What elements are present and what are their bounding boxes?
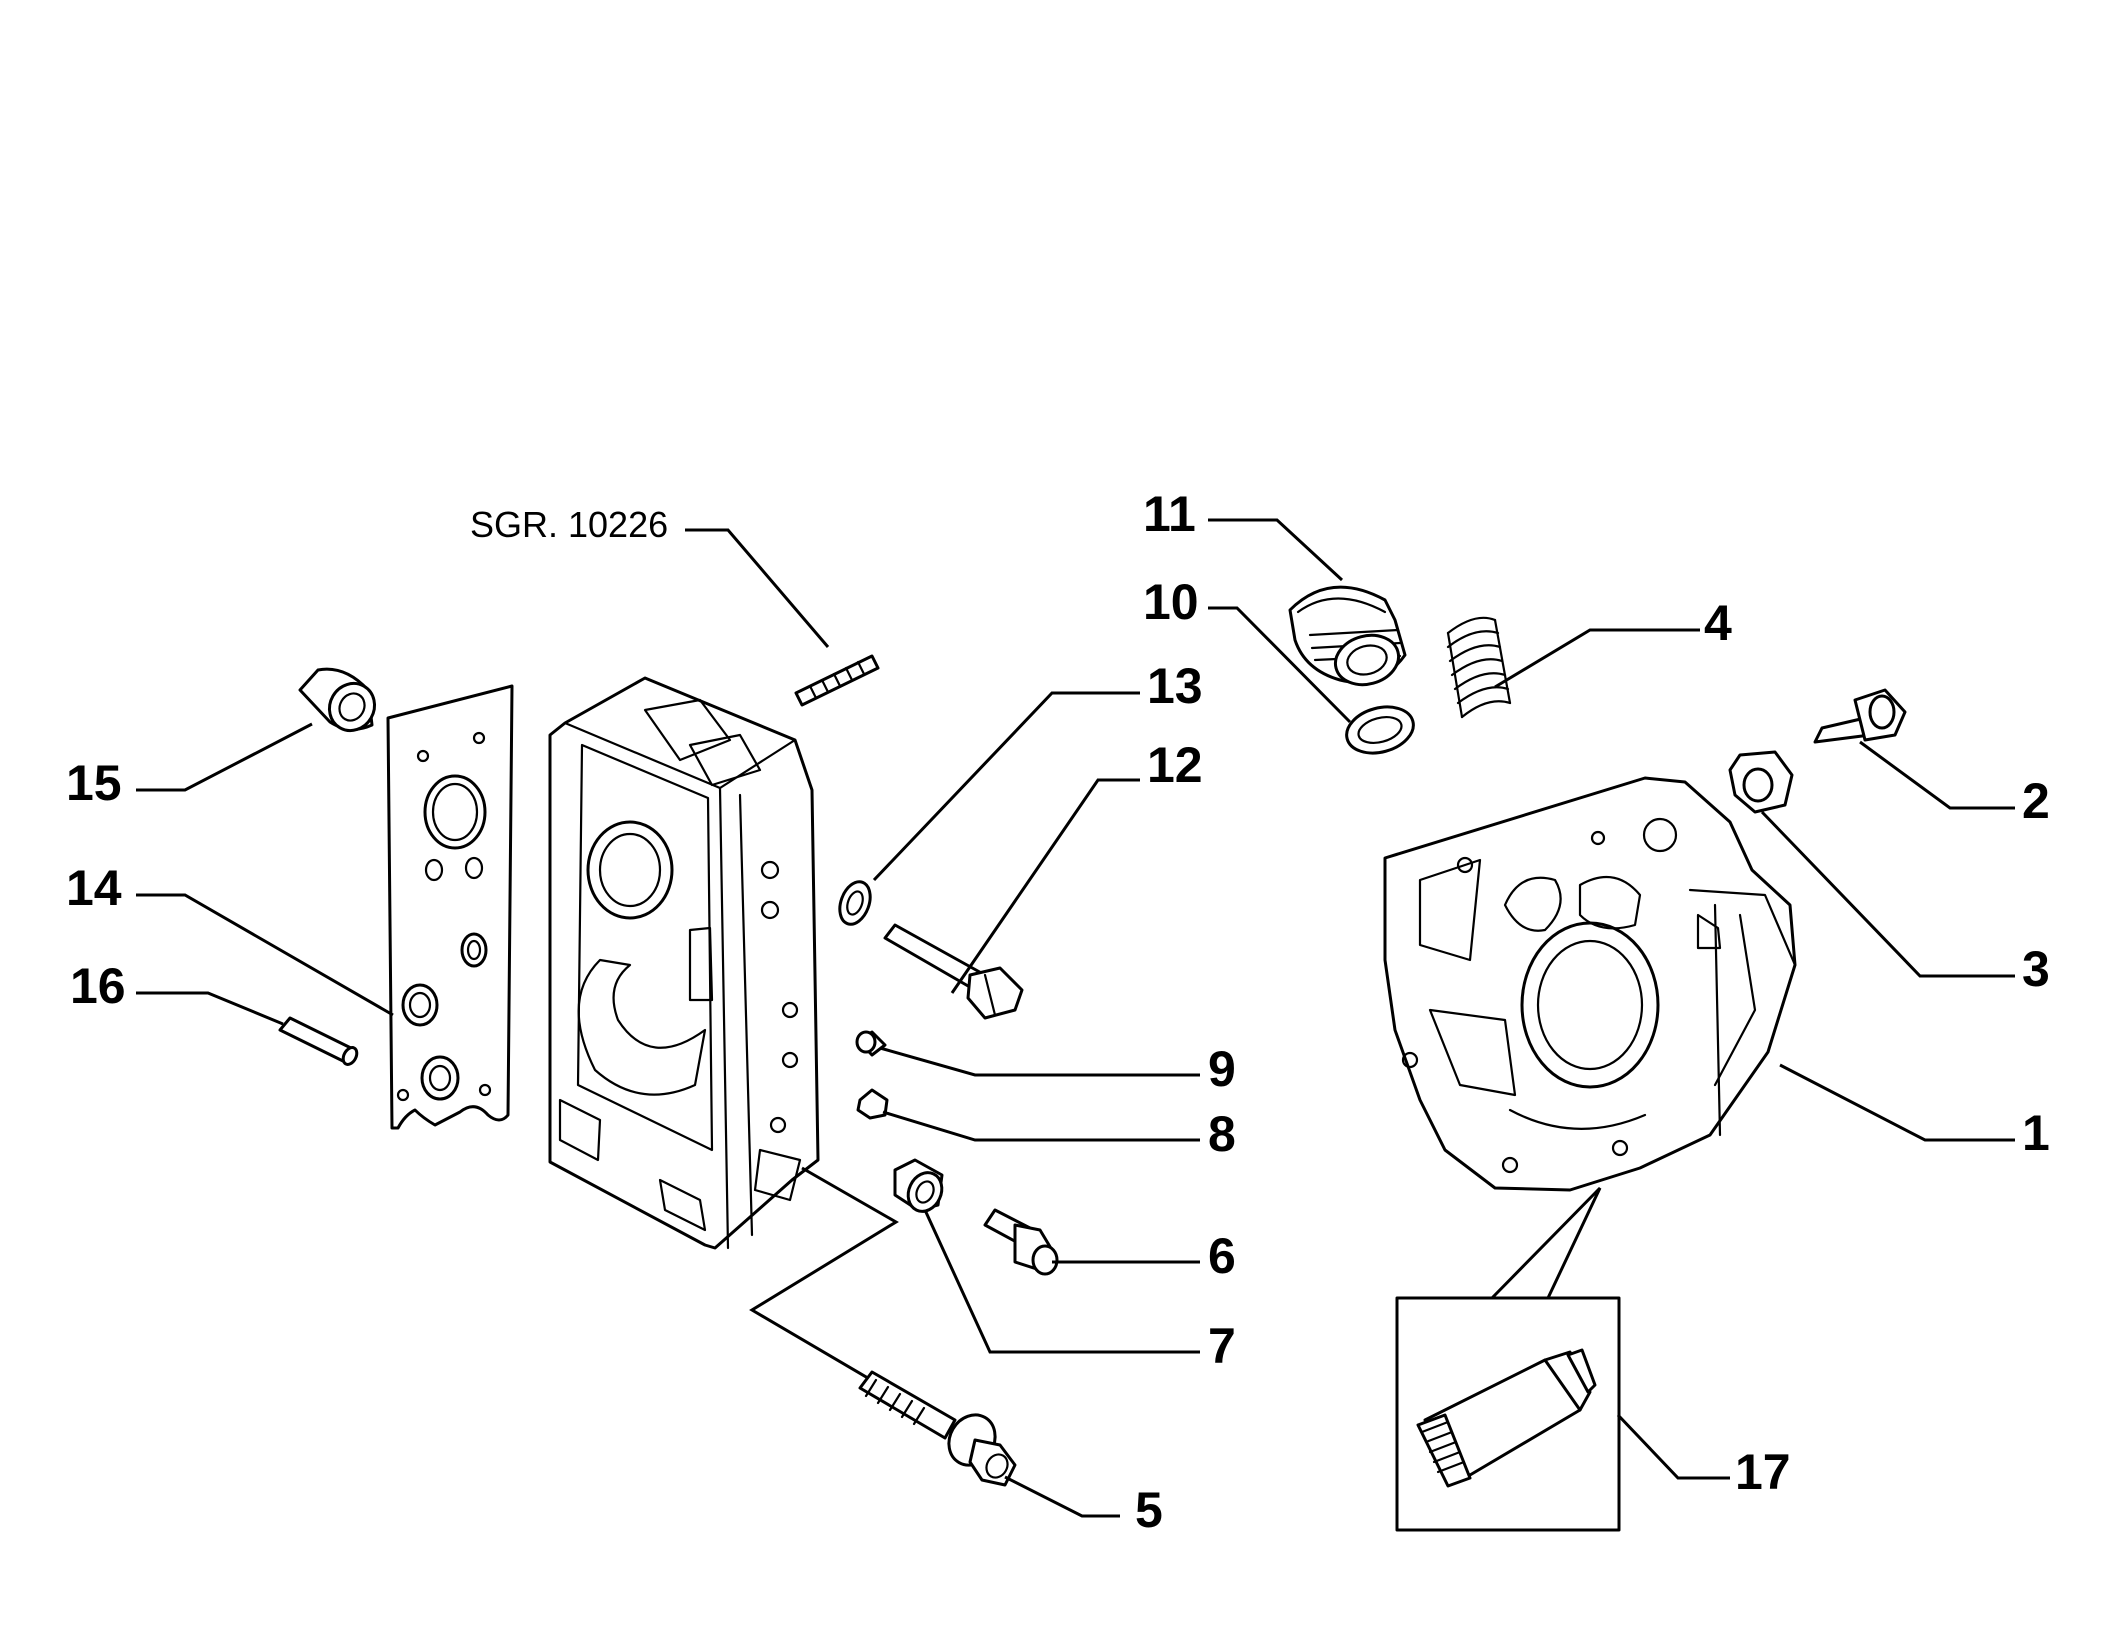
part-11-threaded-plug [1288, 585, 1407, 687]
part-9-plug [855, 1030, 887, 1057]
leader-reference [685, 528, 830, 648]
leader-3 [1760, 810, 2015, 978]
callout-7: 7 [1208, 1318, 1236, 1374]
leader-1 [1779, 1063, 2015, 1142]
callout-5: 5 [1135, 1482, 1163, 1538]
callout-12: 12 [1147, 737, 1203, 793]
callout-10: 10 [1143, 574, 1199, 630]
leader-17-bracket [1490, 1186, 1602, 1300]
leader-4 [1494, 628, 1700, 689]
callout-1: 1 [2022, 1105, 2050, 1161]
part-17-sealant-tube [1416, 1348, 1597, 1488]
leader-9 [879, 1046, 1200, 1077]
callout-3: 3 [2022, 941, 2050, 997]
part-14-gasket [386, 684, 514, 1130]
leader-17 [1616, 1413, 1730, 1480]
part-2-cap-screw [1813, 688, 1907, 744]
leader-11 [1208, 518, 1344, 582]
leader-16 [136, 991, 284, 1026]
leader-2 [1859, 740, 2015, 810]
leader-14 [136, 893, 394, 1017]
leader-5 [1004, 1475, 1120, 1518]
reference-sgr: SGR. 10226 [470, 504, 880, 707]
part-8-hex-plug [856, 1088, 889, 1120]
callout-15: 15 [66, 755, 122, 811]
part-10-oring [1345, 705, 1415, 755]
leader-10 [1208, 606, 1352, 724]
part-4-spring [1446, 616, 1512, 719]
part-stud [794, 654, 880, 707]
callout-17: 17 [1735, 1444, 1791, 1500]
part-5-flanged-bolt [858, 1370, 1017, 1487]
part-16-dowel [278, 1016, 359, 1066]
part-housing [548, 676, 820, 1250]
part-6-socket-bolt [983, 1208, 1059, 1276]
part-7-bushing [893, 1158, 944, 1213]
leader-7 [923, 1209, 1200, 1354]
callout-6: 6 [1208, 1228, 1236, 1284]
part-3-hex-nut [1728, 750, 1794, 814]
leader-housing-bracket [749, 1166, 949, 1427]
part-1-cover [1383, 776, 1797, 1192]
reference-label: SGR. 10226 [470, 504, 668, 545]
callout-13: 13 [1147, 658, 1203, 714]
callout-8: 8 [1208, 1106, 1236, 1162]
callout-4: 4 [1704, 595, 1732, 651]
leader-15 [136, 722, 313, 792]
callout-14: 14 [66, 860, 122, 916]
callout-11: 11 [1143, 486, 1196, 542]
part-13-washer [838, 880, 872, 926]
callout-2: 2 [2022, 773, 2050, 829]
leader-8 [882, 1110, 1200, 1142]
part-12-long-bolt [883, 923, 1024, 1020]
leader-12 [950, 778, 1140, 994]
part-15-bushing [298, 667, 377, 733]
callout-16: 16 [70, 958, 126, 1014]
leader-13 [872, 691, 1140, 882]
callout-9: 9 [1208, 1041, 1236, 1097]
